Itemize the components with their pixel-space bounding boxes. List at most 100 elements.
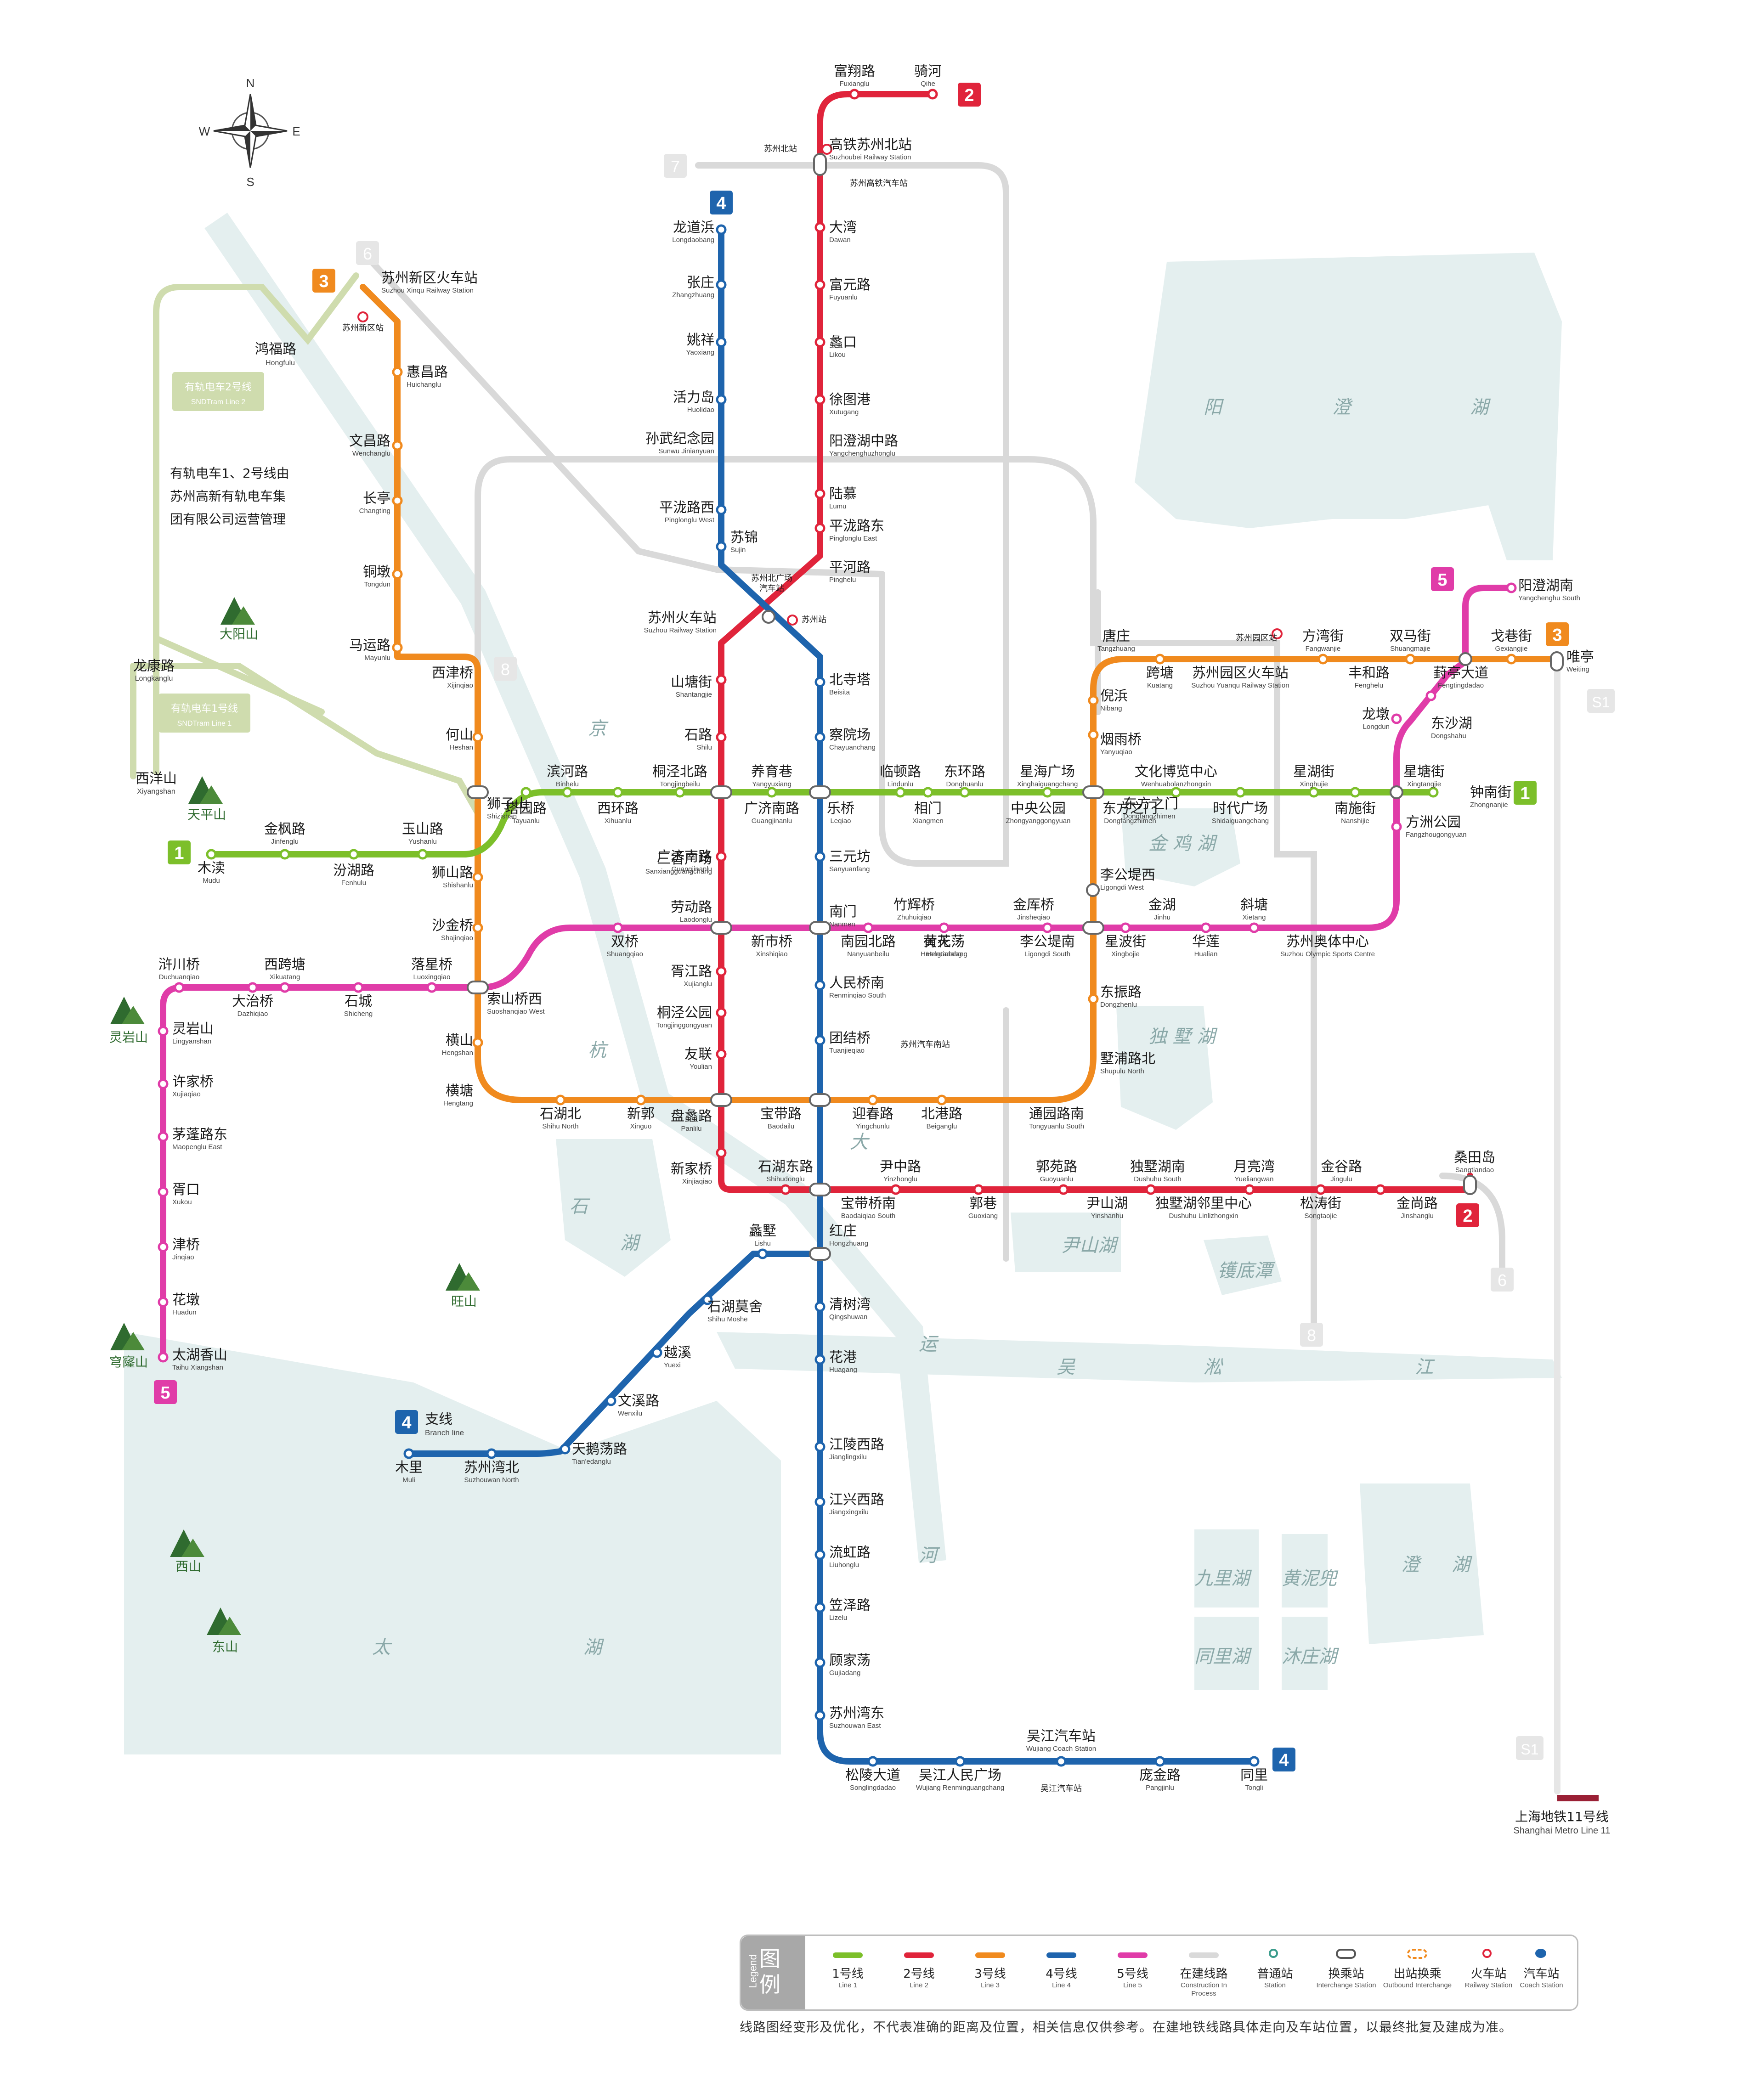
- station-dot[interactable]: [814, 1602, 825, 1613]
- interchange-icon[interactable]: [1390, 785, 1403, 799]
- station-dot[interactable]: [612, 922, 623, 933]
- interchange-icon[interactable]: [813, 153, 827, 176]
- station-dot[interactable]: [247, 982, 258, 993]
- station-dot[interactable]: [1200, 922, 1211, 933]
- station-dot[interactable]: [1244, 1184, 1255, 1195]
- station-dot[interactable]: [486, 1448, 497, 1459]
- station-dot[interactable]: [1315, 1184, 1326, 1195]
- station-dot[interactable]: [814, 1657, 825, 1668]
- station-dot[interactable]: [392, 440, 403, 451]
- station-dot[interactable]: [716, 851, 727, 862]
- station-dot[interactable]: [973, 1184, 984, 1195]
- station-dot[interactable]: [174, 982, 185, 993]
- station-dot[interactable]: [158, 1297, 169, 1308]
- station-dot[interactable]: [766, 787, 777, 798]
- station-dot[interactable]: [814, 488, 825, 499]
- station-dot[interactable]: [955, 1756, 966, 1767]
- station-dot[interactable]: [814, 1354, 825, 1365]
- station-dot[interactable]: [612, 787, 623, 798]
- station-dot[interactable]: [158, 1131, 169, 1142]
- station-dot[interactable]: [417, 849, 428, 860]
- station-dot[interactable]: [716, 674, 727, 685]
- station-dot[interactable]: [895, 787, 906, 798]
- station-dot[interactable]: [392, 367, 403, 378]
- interchange-icon[interactable]: [809, 785, 831, 799]
- station-dot[interactable]: [1428, 787, 1439, 798]
- station-dot[interactable]: [716, 732, 727, 743]
- interchange-icon[interactable]: [809, 1247, 831, 1261]
- station-dot[interactable]: [863, 922, 874, 933]
- station-dot[interactable]: [849, 89, 860, 100]
- station-dot[interactable]: [814, 222, 825, 233]
- station-dot[interactable]: [403, 1448, 414, 1459]
- station-dot[interactable]: [1425, 690, 1436, 701]
- station-dot[interactable]: [562, 787, 573, 798]
- station-dot[interactable]: [1506, 582, 1517, 593]
- station-dot[interactable]: [814, 1496, 825, 1507]
- station-dot[interactable]: [814, 279, 825, 290]
- station-dot[interactable]: [814, 1035, 825, 1046]
- station-dot[interactable]: [1405, 654, 1416, 665]
- interchange-icon[interactable]: [809, 1093, 831, 1107]
- station-dot[interactable]: [1058, 1184, 1069, 1195]
- station-dot[interactable]: [702, 1294, 713, 1305]
- station-dot[interactable]: [279, 849, 290, 860]
- station-dot[interactable]: [716, 337, 727, 348]
- station-dot[interactable]: [555, 1094, 566, 1106]
- station-dot[interactable]: [1088, 695, 1099, 706]
- station-dot[interactable]: [814, 677, 825, 688]
- station-dot[interactable]: [158, 1352, 169, 1363]
- station-dot[interactable]: [814, 980, 825, 991]
- station-dot[interactable]: [716, 504, 727, 515]
- station-dot[interactable]: [392, 495, 403, 506]
- station-dot[interactable]: [757, 1248, 768, 1259]
- interchange-icon[interactable]: [1082, 921, 1104, 935]
- station-dot[interactable]: [392, 569, 403, 580]
- station-dot[interactable]: [674, 787, 685, 798]
- station-dot[interactable]: [814, 1549, 825, 1560]
- station-dot[interactable]: [936, 1094, 947, 1106]
- station-dot[interactable]: [206, 849, 217, 860]
- station-dot[interactable]: [1145, 1184, 1156, 1195]
- interchange-icon[interactable]: [1459, 652, 1472, 666]
- station-dot[interactable]: [1170, 787, 1182, 798]
- station-dot[interactable]: [1154, 654, 1165, 665]
- station-dot[interactable]: [780, 1184, 791, 1195]
- station-dot[interactable]: [867, 1756, 878, 1767]
- station-dot[interactable]: [814, 523, 825, 534]
- station-dot[interactable]: [716, 224, 727, 235]
- station-dot[interactable]: [1154, 1756, 1165, 1767]
- station-dot[interactable]: [814, 1710, 825, 1721]
- station-dot[interactable]: [1088, 993, 1099, 1004]
- station-dot[interactable]: [1375, 1184, 1386, 1195]
- station-dot[interactable]: [279, 982, 290, 993]
- interchange-icon[interactable]: [467, 785, 489, 799]
- station-dot[interactable]: [716, 966, 727, 977]
- station-dot[interactable]: [353, 982, 364, 993]
- station-dot[interactable]: [472, 872, 483, 883]
- station-dot[interactable]: [716, 1049, 727, 1060]
- station-dot[interactable]: [520, 787, 531, 798]
- station-dot[interactable]: [1120, 922, 1131, 933]
- station-dot[interactable]: [158, 1241, 169, 1252]
- interchange-icon[interactable]: [1086, 883, 1100, 897]
- station-dot[interactable]: [348, 849, 359, 860]
- station-dot[interactable]: [814, 732, 825, 743]
- station-dot[interactable]: [716, 394, 727, 405]
- station-dot[interactable]: [1056, 1756, 1067, 1767]
- interchange-icon[interactable]: [1082, 785, 1104, 799]
- station-dot[interactable]: [1249, 922, 1260, 933]
- interchange-icon[interactable]: [809, 921, 831, 935]
- station-dot[interactable]: [890, 1184, 901, 1195]
- station-dot[interactable]: [867, 1094, 878, 1106]
- station-dot[interactable]: [959, 787, 970, 798]
- station-dot[interactable]: [1042, 922, 1053, 933]
- station-dot[interactable]: [426, 982, 437, 993]
- station-dot[interactable]: [922, 787, 933, 798]
- station-dot[interactable]: [1506, 654, 1517, 665]
- station-dot[interactable]: [158, 1026, 169, 1037]
- interchange-icon[interactable]: [710, 921, 732, 935]
- station-dot[interactable]: [472, 922, 483, 933]
- station-dot[interactable]: [927, 89, 938, 100]
- station-dot[interactable]: [716, 1147, 727, 1158]
